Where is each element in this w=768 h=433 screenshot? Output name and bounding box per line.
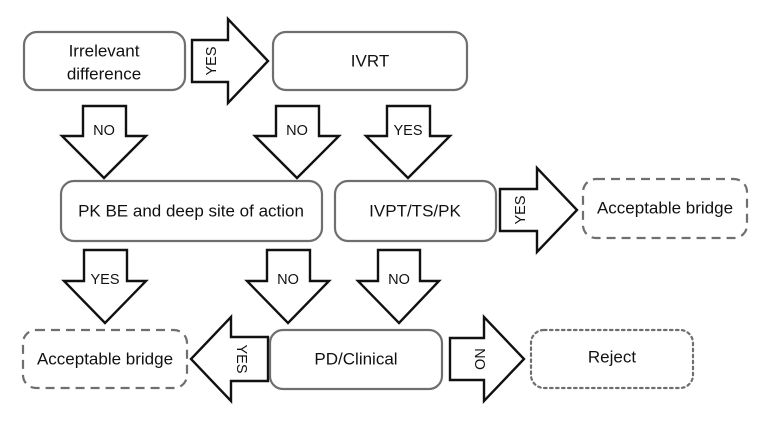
node-reject-label: Reject (588, 347, 636, 366)
arrow-irrelevant-to-pkbe: NO (59, 104, 149, 180)
node-pk-be: PK BE and deep site of action (59, 179, 324, 243)
node-reject: Reject (529, 328, 695, 390)
node-irrelevant-difference: Irrelevant difference (22, 30, 187, 92)
node-acceptable-bridge-right: Acceptable bridge (581, 177, 749, 240)
arrow-label-ivpt-to-acceptable: YES (513, 195, 529, 224)
arrow-ivpt-to-acceptable: YES (498, 165, 579, 255)
arrow-label-pkbe-to-acceptable: YES (90, 272, 119, 288)
arrow-label-ivrt-to-ivpt: YES (393, 123, 422, 139)
arrow-pd-to-reject: NO (448, 314, 526, 404)
arrow-label-irrelevant-to-pkbe: NO (93, 123, 115, 139)
arrow-pd-to-acceptable: YES (189, 314, 270, 404)
node-acceptable-bridge-left-label: Acceptable bridge (37, 349, 173, 368)
arrow-ivrt-to-ivpt: YES (363, 104, 453, 180)
arrow-label-ivpt-to-pd: NO (388, 272, 410, 288)
arrow-label-ivrt-to-pkbe: NO (286, 123, 308, 139)
arrow-pkbe-to-acceptable: YES (61, 248, 149, 325)
node-acceptable-bridge-right-label: Acceptable bridge (597, 198, 733, 217)
node-acceptable-bridge-left: Acceptable bridge (21, 328, 189, 390)
node-pd-clinical: PD/Clinical (268, 328, 444, 391)
node-ivrt: IVRT (271, 30, 469, 92)
arrow-irrelevant-to-ivrt: YES (190, 16, 270, 106)
arrow-pkbe-to-pd: NO (244, 248, 332, 325)
node-pk-be-label: PK BE and deep site of action (78, 201, 304, 220)
arrow-label-pd-to-acceptable: YES (233, 344, 249, 373)
node-pd-clinical-label: PD/Clinical (314, 349, 397, 368)
arrow-ivpt-to-pd: NO (355, 248, 442, 325)
arrow-label-irrelevant-to-ivrt: YES (204, 46, 220, 75)
arrow-label-pkbe-to-pd: NO (277, 272, 299, 288)
arrow-ivrt-to-pkbe: NO (252, 104, 342, 180)
arrow-label-pd-to-reject: NO (471, 348, 487, 370)
node-irrelevant-difference-line2: difference (67, 64, 141, 83)
node-irrelevant-difference-line1: Irrelevant (69, 41, 140, 60)
node-ivpt-label: IVPT/TS/PK (369, 201, 461, 220)
node-ivpt: IVPT/TS/PK (333, 179, 498, 243)
node-ivrt-label: IVRT (351, 51, 389, 70)
